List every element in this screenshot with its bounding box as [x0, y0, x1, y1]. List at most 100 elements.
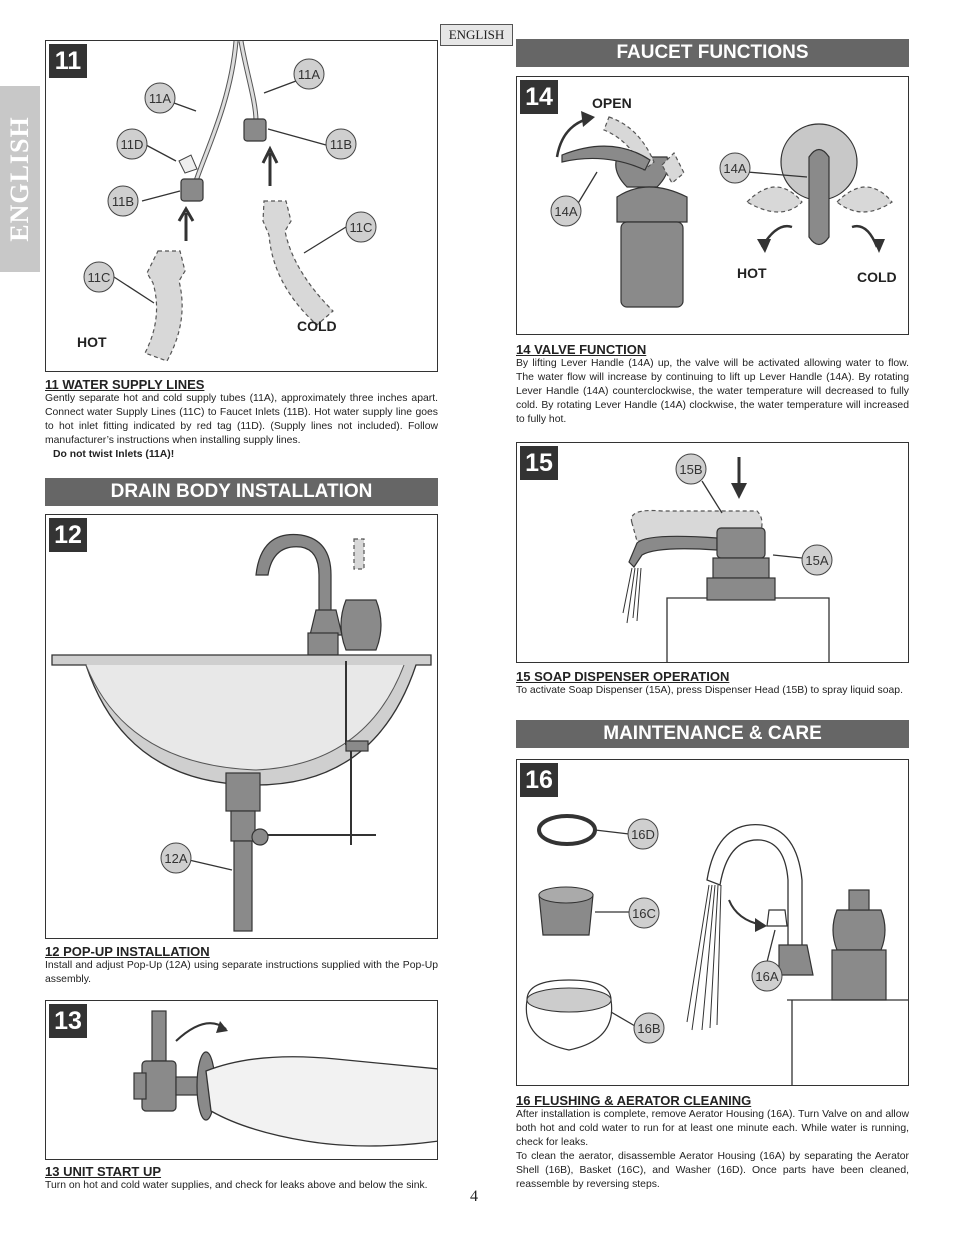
caption-16-body-1: After installation is complete, remove A… — [516, 1109, 909, 1148]
caption-14: 14 VALVE FUNCTION By lifting Lever Handl… — [516, 342, 909, 427]
page-number: 4 — [470, 1188, 478, 1205]
faucet-handle — [778, 944, 814, 976]
hot-label: HOT — [737, 265, 767, 281]
popup-installation-illustration: 12A — [51, 533, 432, 932]
callout-15a: 15A — [801, 544, 833, 576]
press-arrow-icon — [731, 483, 747, 499]
caption-11-note: Do not twist Inlets (11A)! — [53, 449, 175, 460]
caption-16-body-2: To clean the aerator, disassemble Aerato… — [516, 1151, 909, 1190]
callout-11a-right: 11A — [293, 58, 325, 90]
caption-11-title: 11 WATER SUPPLY LINES — [45, 377, 205, 392]
svg-text:15B: 15B — [679, 462, 702, 477]
callout-11c-right: 11C — [345, 211, 377, 243]
svg-text:11D: 11D — [121, 137, 144, 152]
aerator-cleaning-illustration: 16D 16C 16B 16A — [525, 814, 908, 1085]
figure-number-13: 13 — [49, 1004, 87, 1038]
remove-arrow-icon — [755, 918, 767, 932]
figure-11: 11 11A 11A 11D 11B 11B 11C 11C HOT COLD — [45, 40, 438, 372]
svg-text:14A: 14A — [723, 161, 746, 176]
soap-dispenser — [340, 599, 382, 651]
caption-14-body: By lifting Lever Handle (14A) up, the va… — [516, 358, 909, 425]
up-arrow-icon — [177, 206, 195, 241]
faucet-functions-banner: FAUCET FUNCTIONS — [516, 39, 909, 67]
rotate-arrow-icon — [216, 1021, 228, 1033]
up-arrow-icon — [261, 145, 279, 186]
callout-14a-left: 14A — [550, 195, 582, 227]
supply-pipe — [151, 1010, 167, 1062]
caption-15-title: 15 SOAP DISPENSER OPERATION — [516, 669, 730, 684]
hand — [205, 1056, 437, 1147]
drain-body-banner: DRAIN BODY INSTALLATION — [45, 478, 438, 506]
soap-dispenser — [832, 909, 886, 951]
figure-12: 12 12A — [45, 514, 438, 939]
caption-15: 15 SOAP DISPENSER OPERATION To activate … — [516, 669, 909, 698]
faucet-body — [616, 186, 688, 223]
caption-13-body: Turn on hot and cold water supplies, and… — [45, 1180, 428, 1191]
side-language-tab: ENGLISH — [0, 86, 40, 272]
callout-14a-right: 14A — [719, 152, 751, 184]
hot-supply-line — [144, 250, 186, 362]
hot-label: HOT — [77, 334, 107, 350]
caption-16-title: 16 FLUSHING & AERATOR CLEANING — [516, 1093, 752, 1108]
caption-12: 12 POP-UP INSTALLATION Install and adjus… — [45, 944, 438, 987]
drain-body — [225, 772, 261, 812]
callout-11b-left: 11B — [107, 185, 139, 217]
cold-label: COLD — [857, 269, 897, 285]
aerator-housing — [766, 909, 788, 927]
figure-number-14: 14 — [520, 80, 558, 114]
caption-11-body: Gently separate hot and cold supply tube… — [45, 393, 438, 446]
svg-text:16B: 16B — [637, 1021, 660, 1036]
cold-supply-line — [262, 200, 334, 326]
callout-12a: 12A — [160, 842, 192, 874]
faucet-handle — [309, 609, 343, 636]
callout-11c-left: 11C — [83, 261, 115, 293]
caption-12-body: Install and adjust Pop-Up (12A) using se… — [45, 960, 438, 985]
lever-handle — [561, 145, 651, 171]
figure-number-16: 16 — [520, 763, 558, 797]
caption-13: 13 UNIT START UP Turn on hot and cold wa… — [45, 1164, 438, 1193]
svg-text:16C: 16C — [632, 906, 656, 921]
aerator-washer — [537, 814, 597, 846]
rotate-left-arrow-icon — [757, 239, 771, 253]
svg-text:11A: 11A — [298, 67, 320, 82]
dispenser-head — [716, 527, 766, 559]
water-supply-illustration: 11A 11A 11D 11B 11B 11C 11C HOT COLD — [77, 41, 377, 362]
lever-handle-front — [808, 148, 830, 246]
valve-function-illustration: 14A 14A OPEN HOT COLD — [550, 95, 897, 308]
figure-16: 16 16D 16C 16B 16A — [516, 759, 909, 1086]
svg-text:11B: 11B — [330, 137, 352, 152]
callout-11d: 11D — [116, 128, 148, 160]
caption-12-title: 12 POP-UP INSTALLATION — [45, 944, 210, 959]
soap-dispenser-illustration: 15B 15A — [622, 453, 833, 662]
svg-text:12A: 12A — [164, 851, 187, 866]
svg-text:11C: 11C — [88, 270, 111, 285]
callout-16b: 16B — [633, 1012, 665, 1044]
svg-text:15A: 15A — [805, 553, 828, 568]
figure-15: 15 15B 15A — [516, 442, 909, 663]
caption-13-title: 13 UNIT START UP — [45, 1164, 162, 1179]
callout-11b-right: 11B — [325, 128, 357, 160]
cold-inlet — [243, 118, 267, 142]
hot-inlet — [180, 178, 204, 202]
svg-text:11A: 11A — [149, 91, 171, 106]
figure-number-15: 15 — [520, 446, 558, 480]
dispenser-nozzle — [628, 535, 718, 568]
figure-14: 14 14A 14A OPEN HOT COLD — [516, 76, 909, 335]
cold-label: COLD — [297, 318, 337, 334]
unit-startup-illustration — [133, 1010, 437, 1147]
caption-15-body: To activate Soap Dispenser (15A), press … — [516, 685, 903, 696]
callout-16d: 16D — [627, 818, 659, 850]
rotate-right-arrow-icon — [873, 239, 885, 253]
callout-16a: 16A — [751, 960, 783, 992]
svg-text:11B: 11B — [112, 194, 134, 209]
figure-13: 13 — [45, 1000, 438, 1160]
countertop — [666, 597, 830, 662]
figure-number-11: 11 — [49, 44, 87, 78]
caption-14-title: 14 VALVE FUNCTION — [516, 342, 647, 357]
open-label: OPEN — [592, 95, 632, 111]
maintenance-care-banner: MAINTENANCE & CARE — [516, 720, 909, 748]
side-tab-label: ENGLISH — [5, 116, 34, 242]
red-tag — [178, 154, 198, 174]
svg-text:16A: 16A — [755, 969, 778, 984]
shutoff-valve — [141, 1060, 177, 1112]
